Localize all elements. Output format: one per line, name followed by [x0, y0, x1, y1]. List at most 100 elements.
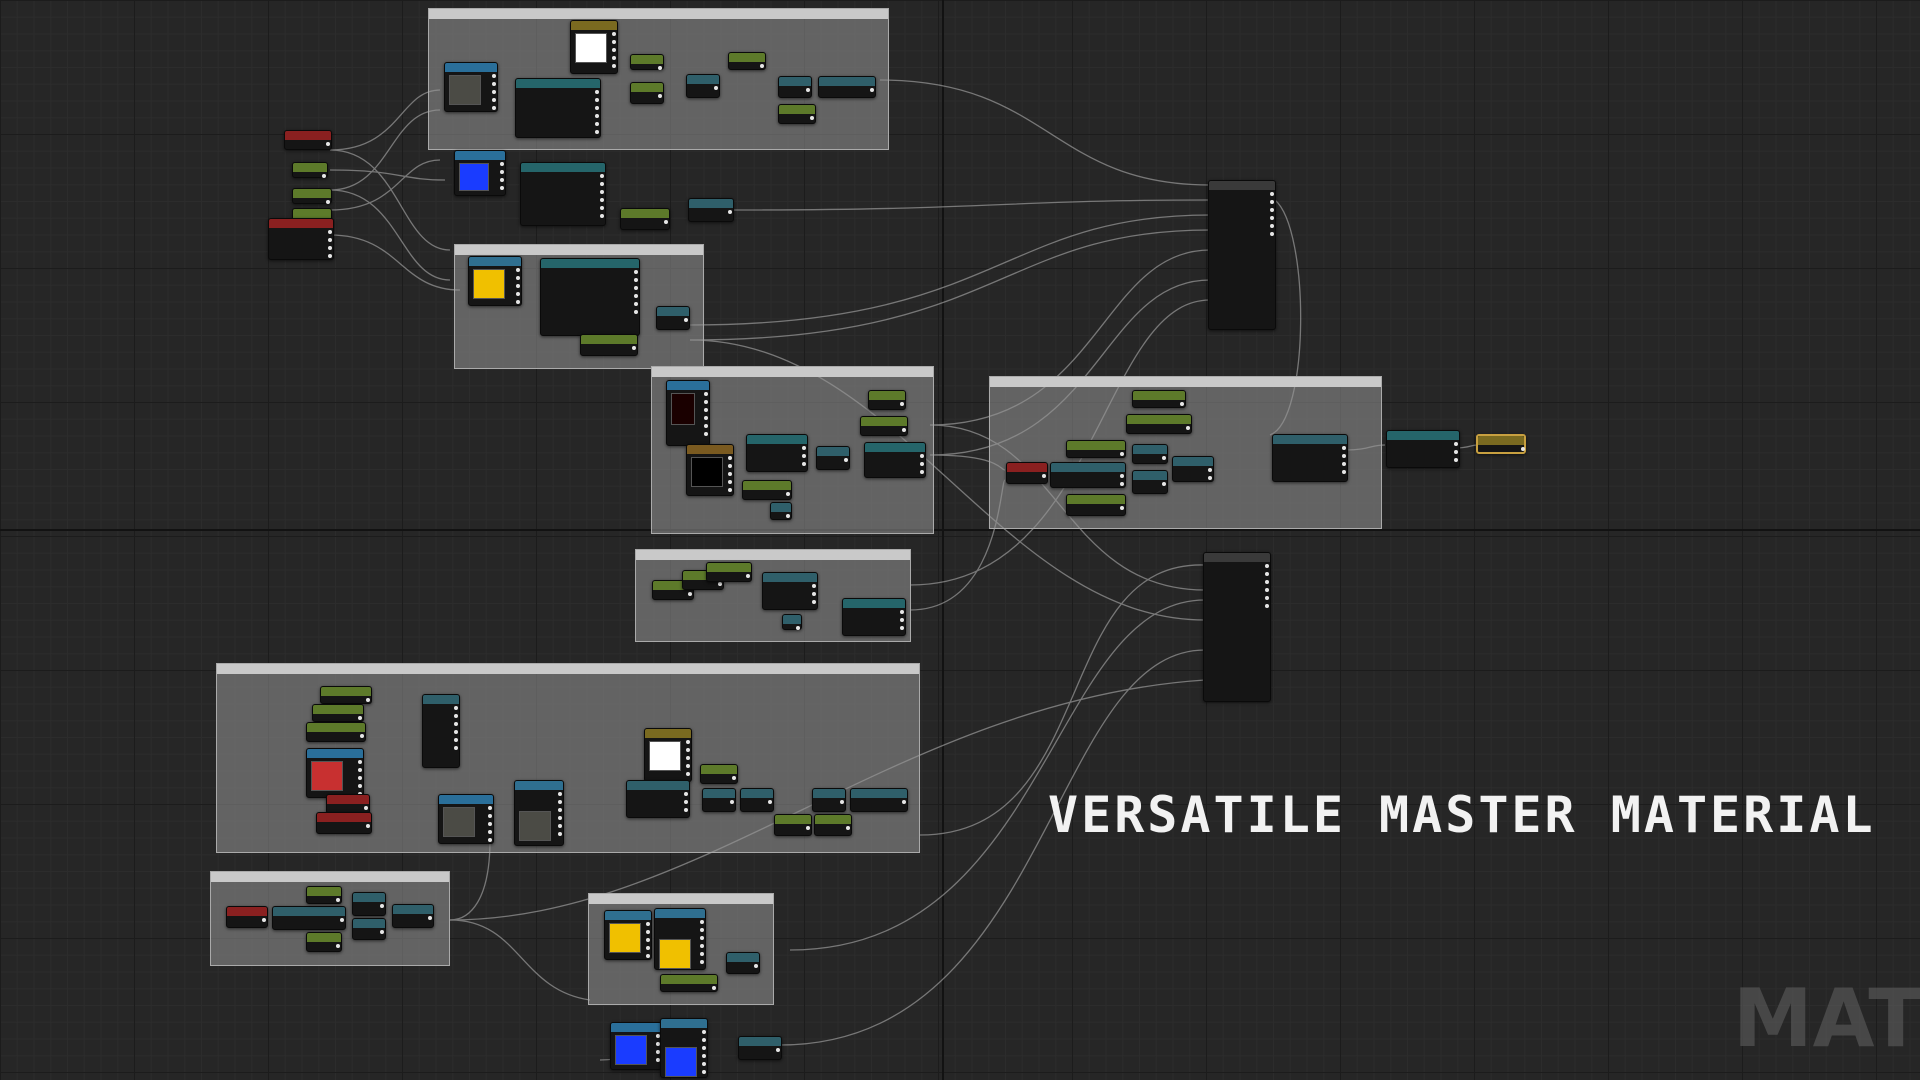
node-pin-icon[interactable]	[656, 1042, 660, 1046]
node-pin-icon[interactable]	[500, 162, 504, 166]
node-pin-icon[interactable]	[1454, 450, 1458, 454]
node-pin-icon[interactable]	[704, 408, 708, 412]
node-pin-icon[interactable]	[380, 930, 384, 934]
node-header[interactable]	[743, 481, 791, 490]
node-pin-icon[interactable]	[702, 1030, 706, 1034]
node-header[interactable]	[1007, 463, 1047, 472]
node-pin-icon[interactable]	[595, 130, 599, 134]
node-pin-icon[interactable]	[920, 462, 924, 466]
math-node[interactable]	[778, 76, 812, 98]
function-call-node[interactable]	[515, 78, 601, 138]
node-pin-icon[interactable]	[728, 456, 732, 460]
node-pin-icon[interactable]	[1265, 572, 1269, 576]
scalar-parameter-node[interactable]	[742, 480, 792, 500]
node-pin-icon[interactable]	[700, 936, 704, 940]
node-pin-icon[interactable]	[686, 748, 690, 752]
node-header[interactable]	[683, 571, 723, 580]
node-header[interactable]	[273, 907, 345, 916]
node-header[interactable]	[661, 975, 717, 984]
node-header[interactable]	[1173, 457, 1213, 466]
node-pin-icon[interactable]	[1120, 482, 1124, 486]
node-pin-icon[interactable]	[664, 220, 668, 224]
node-pin-icon[interactable]	[728, 464, 732, 468]
node-pin-icon[interactable]	[1270, 200, 1274, 204]
node-pin-icon[interactable]	[1342, 446, 1346, 450]
node-header[interactable]	[741, 789, 773, 798]
node-pin-icon[interactable]	[810, 116, 814, 120]
scalar-parameter-node[interactable]	[620, 208, 670, 230]
node-pin-icon[interactable]	[328, 230, 332, 234]
node-header[interactable]	[353, 919, 385, 928]
node-pin-icon[interactable]	[454, 706, 458, 710]
node-pin-icon[interactable]	[1270, 208, 1274, 212]
node-pin-icon[interactable]	[364, 806, 368, 810]
node-header[interactable]	[739, 1037, 781, 1046]
node-pin-icon[interactable]	[516, 300, 520, 304]
scalar-parameter-node[interactable]	[306, 886, 342, 904]
node-pin-icon[interactable]	[328, 238, 332, 242]
node-pin-icon[interactable]	[900, 402, 904, 406]
math-node[interactable]	[352, 892, 386, 916]
node-pin-icon[interactable]	[700, 928, 704, 932]
node-pin-icon[interactable]	[500, 178, 504, 182]
node-pin-icon[interactable]	[718, 582, 722, 586]
node-pin-icon[interactable]	[500, 170, 504, 174]
node-header[interactable]	[469, 257, 521, 266]
node-pin-icon[interactable]	[600, 174, 604, 178]
scalar-parameter-node[interactable]	[774, 814, 812, 836]
node-header[interactable]	[1273, 435, 1347, 444]
node-pin-icon[interactable]	[516, 268, 520, 272]
node-pin-icon[interactable]	[328, 246, 332, 250]
node-pin-icon[interactable]	[360, 734, 364, 738]
node-header[interactable]	[1067, 495, 1125, 504]
node-pin-icon[interactable]	[646, 930, 650, 934]
node-pin-icon[interactable]	[796, 626, 800, 630]
node-header[interactable]	[689, 199, 733, 208]
node-pin-icon[interactable]	[712, 986, 716, 990]
function-call-node[interactable]	[520, 162, 606, 226]
node-pin-icon[interactable]	[488, 814, 492, 818]
node-pin-icon[interactable]	[492, 74, 496, 78]
math-node[interactable]	[686, 74, 720, 98]
texture-sample-node[interactable]	[438, 794, 494, 844]
node-header[interactable]	[317, 813, 371, 822]
node-pin-icon[interactable]	[902, 800, 906, 804]
scalar-parameter-node[interactable]	[700, 764, 738, 784]
node-pin-icon[interactable]	[704, 432, 708, 436]
node-pin-icon[interactable]	[1042, 474, 1046, 478]
math-node[interactable]	[1132, 470, 1168, 494]
node-pin-icon[interactable]	[702, 1038, 706, 1042]
node-pin-icon[interactable]	[336, 898, 340, 902]
node-pin-icon[interactable]	[704, 392, 708, 396]
vector-parameter-node[interactable]	[268, 218, 334, 260]
node-pin-icon[interactable]	[1265, 596, 1269, 600]
node-header[interactable]	[645, 729, 691, 738]
node-pin-icon[interactable]	[646, 938, 650, 942]
node-pin-icon[interactable]	[806, 826, 810, 830]
node-header[interactable]	[1127, 415, 1191, 424]
node-pin-icon[interactable]	[920, 454, 924, 458]
scalar-parameter-node[interactable]	[728, 52, 766, 70]
node-pin-icon[interactable]	[488, 838, 492, 842]
scalar-parameter-node[interactable]	[1132, 390, 1186, 408]
texture-sample-node[interactable]	[444, 62, 498, 112]
node-pin-icon[interactable]	[684, 792, 688, 796]
node-pin-icon[interactable]	[812, 600, 816, 604]
node-header[interactable]	[661, 1019, 707, 1028]
function-call-node[interactable]	[842, 598, 906, 636]
node-header[interactable]	[707, 563, 751, 572]
node-pin-icon[interactable]	[262, 918, 266, 922]
node-header[interactable]	[631, 83, 663, 92]
scalar-parameter-node[interactable]	[292, 162, 328, 178]
comment-title[interactable]	[636, 550, 910, 560]
node-pin-icon[interactable]	[870, 88, 874, 92]
node-header[interactable]	[631, 55, 663, 64]
node-pin-icon[interactable]	[686, 740, 690, 744]
comment-title[interactable]	[455, 245, 703, 255]
node-header[interactable]	[701, 765, 737, 774]
node-pin-icon[interactable]	[776, 1048, 780, 1052]
scalar-parameter-node[interactable]	[868, 390, 906, 410]
comment-title[interactable]	[211, 872, 449, 882]
node-pin-icon[interactable]	[488, 806, 492, 810]
